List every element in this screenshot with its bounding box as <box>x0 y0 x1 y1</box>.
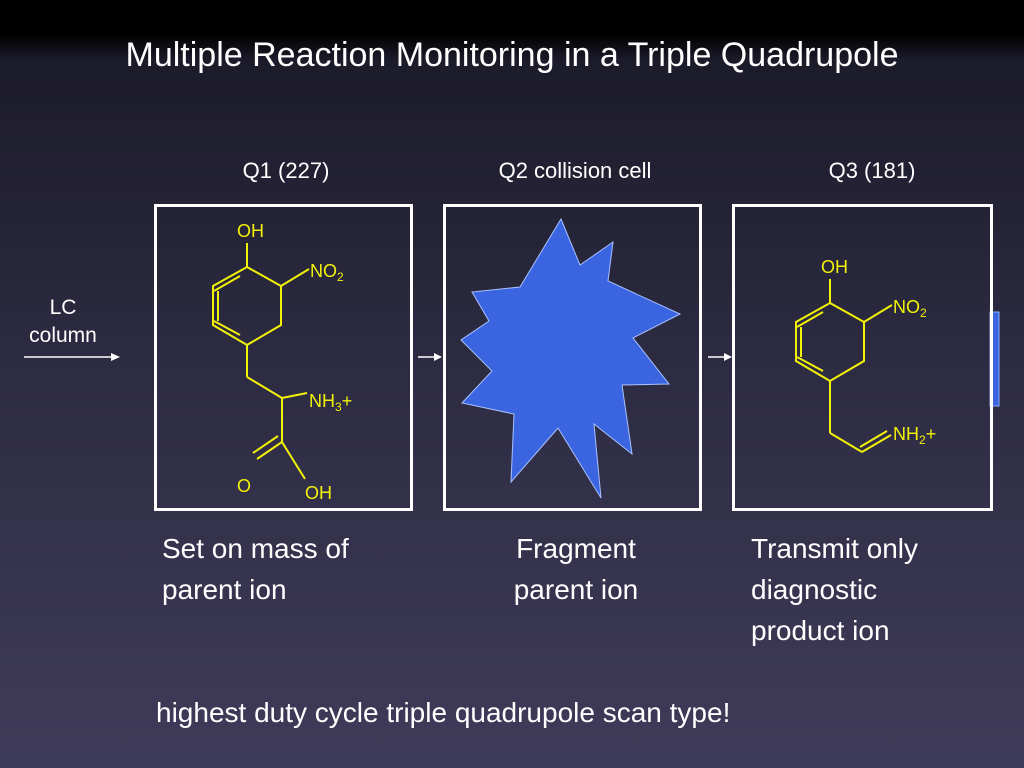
q3-product-molecule: OH NO2 NH2+ <box>795 257 936 453</box>
q2-description-line1: Fragment <box>516 533 636 564</box>
stage-label-q3: Q3 (181) <box>828 158 916 183</box>
lc-label-line2: column <box>29 324 97 347</box>
q3-description-line3: product ion <box>751 615 890 646</box>
footer-note: highest duty cycle triple quadrupole sca… <box>156 697 731 728</box>
q3-description-line2: diagnostic <box>751 574 878 605</box>
q2-collision-burst <box>460 217 682 499</box>
q1-parent-molecule: OH NO2 NH3+ O OH <box>212 221 352 503</box>
stage-label-q2: Q2 collision cell <box>498 158 652 183</box>
lc-label-line1: LC <box>49 296 77 319</box>
q3-description-line1: Transmit only <box>751 533 919 564</box>
q1-description-line2: parent ion <box>162 574 287 605</box>
q3-description: Transmit only diagnostic product ion <box>751 528 918 651</box>
q2-box <box>443 204 702 511</box>
q1-oh-label: OH <box>237 221 264 241</box>
stage-label-q1: Q1 (227) <box>242 158 330 183</box>
q1-carbonyl-o-label: O <box>237 476 251 496</box>
slide-title: Multiple Reaction Monitoring in a Triple… <box>125 36 899 74</box>
q1-no2-label: NO2 <box>310 261 344 284</box>
lc-column-label: LC column <box>18 294 108 350</box>
lc-input-arrow <box>24 353 120 361</box>
q3-no2-label: NO2 <box>893 297 927 320</box>
q2-description: Fragment parent ion <box>476 528 676 610</box>
q1-to-q2-arrow <box>418 353 442 361</box>
q1-description: Set on mass of parent ion <box>162 528 349 610</box>
q3-nh2-label: NH2+ <box>893 424 936 447</box>
q3-oh-label: OH <box>821 257 848 277</box>
collision-burst-icon <box>460 217 682 499</box>
q1-cooh-label: OH <box>305 483 332 503</box>
q2-to-q3-arrow <box>708 353 732 361</box>
q1-description-line1: Set on mass of <box>162 533 349 564</box>
q1-box: OH NO2 NH3+ O OH <box>154 204 413 511</box>
q2-description-line2: parent ion <box>513 574 639 605</box>
q3-box: OH NO2 NH2+ <box>732 204 993 511</box>
q1-nh3-label: NH3+ <box>309 391 352 414</box>
